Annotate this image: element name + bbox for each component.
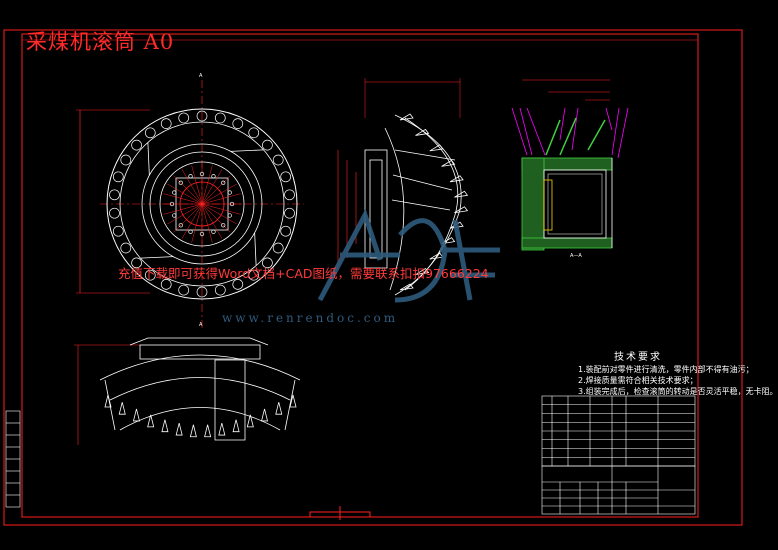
technical-requirements-title: 技术要求 [614, 352, 662, 363]
title-block [541, 465, 696, 515]
cad-drawing-canvas [3, 29, 743, 526]
technical-requirement-2: 2.焊接质量需符合相关技术要求； [578, 376, 698, 385]
technical-requirement-3: 3.组装完成后，检查滚筒的转动是否灵活平稳，无卡阻。 [578, 387, 778, 396]
side-view [337, 78, 469, 296]
section-a-a-view [511, 79, 629, 251]
section-a-bottom-label: A [199, 322, 203, 328]
bottom-view [74, 337, 301, 445]
watermark-url: www.renrendoc.com [222, 311, 399, 325]
drawing-title: 采煤机滚筒 A0 [26, 30, 175, 54]
technical-requirement-1: 1.装配前对零件进行清洗，零件内部不得有油污； [578, 365, 754, 374]
section-a-top-label: A [199, 73, 203, 79]
front-view [76, 80, 304, 328]
watermark-text: 充值下载即可获得Word文档+CAD图纸，需要联系扣扣97666224 [118, 266, 489, 281]
left-stamp-column [5, 410, 21, 508]
parts-list [541, 395, 696, 467]
section-view-label: A—A [570, 253, 582, 259]
watermark-logo [317, 208, 500, 303]
outer-frame [3, 29, 743, 526]
